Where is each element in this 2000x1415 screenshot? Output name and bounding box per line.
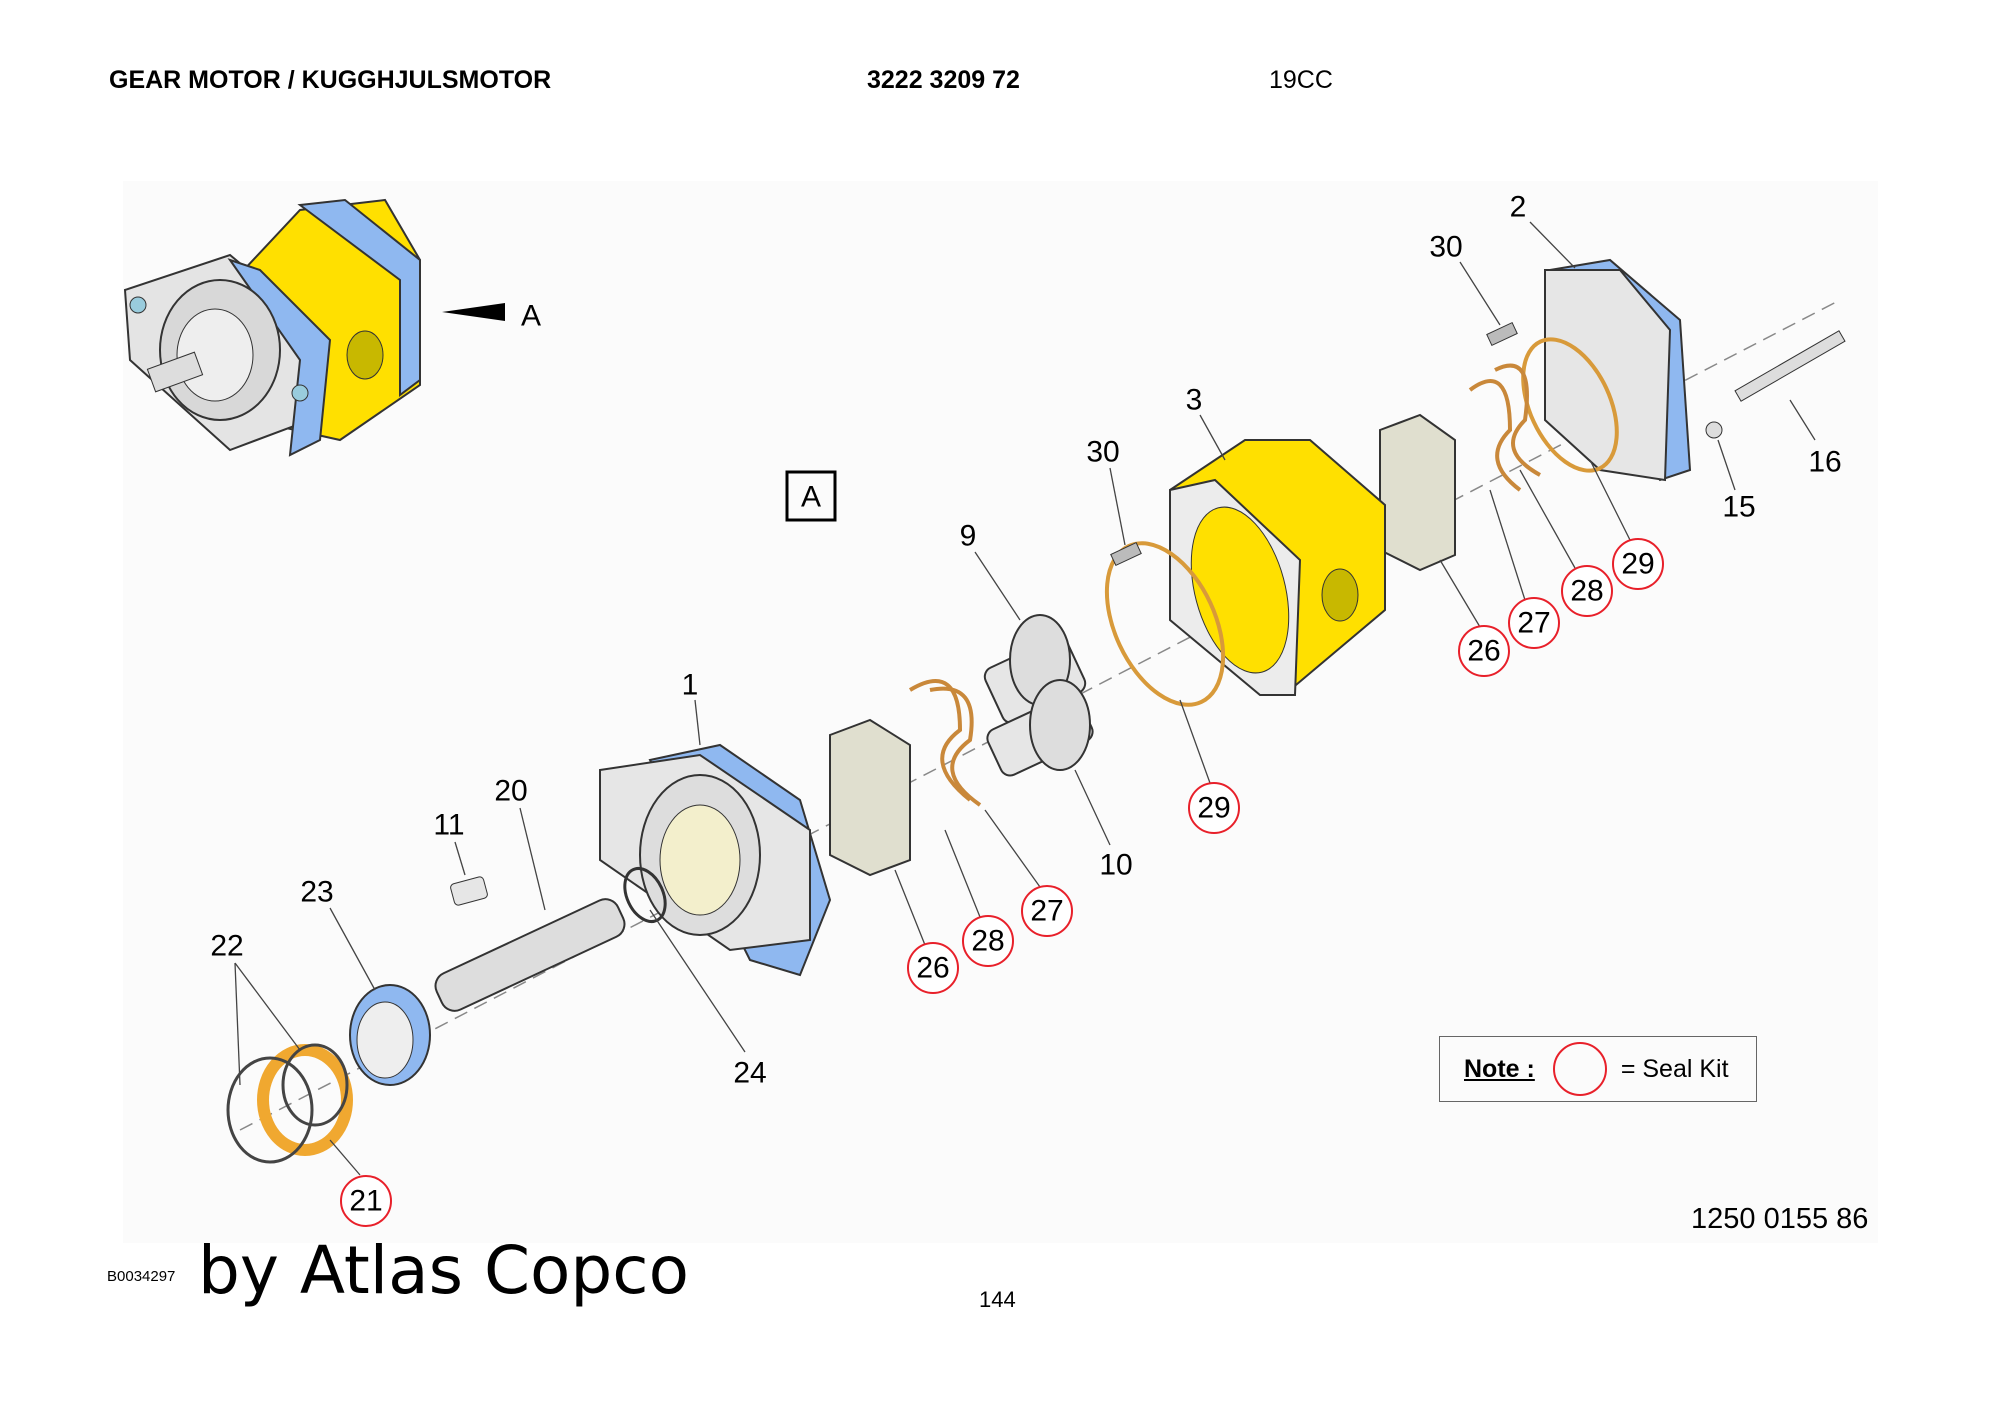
pin-30-front [1110,541,1142,567]
document-code: B0034297 [107,1268,176,1285]
seal-kit-callout-28: 28 [1561,565,1613,617]
callout-number: 21 [349,1185,382,1218]
seal-kit-note: Note : = Seal Kit [1439,1036,1757,1102]
callout-number: 27 [1517,607,1550,640]
seal-27-front [908,679,972,802]
gear-10 [986,679,1094,777]
callout-number: 28 [1570,575,1603,608]
callout-23: 23 [300,876,333,909]
callout-24: 24 [733,1057,766,1090]
callout-9: 9 [960,520,977,553]
page-title: GEAR MOTOR / KUGGHJULSMOTOR [109,66,552,94]
shaft-seal-21 [257,1044,353,1156]
callout-10: 10 [1099,849,1132,882]
callout-30: 30 [1086,436,1119,469]
seal-kit-circle [907,942,959,994]
brand-watermark: by Atlas Copco [198,1232,689,1309]
seal-kit-circle [340,1175,392,1227]
callout-16: 16 [1808,446,1841,479]
snap-ring-22 [281,1043,349,1127]
callout-number: 29 [1197,792,1230,825]
seal-kit-callout-21: 21 [340,1175,392,1227]
seal-kit-callout-27: 27 [1508,597,1560,649]
seal-kit-callout-29: 29 [1188,782,1240,834]
seal-27 [1494,363,1541,477]
callout-22: 22 [210,930,243,963]
seal-kit-circle [1612,538,1664,590]
view-a-box [785,470,837,522]
callout-15: 15 [1722,491,1755,524]
seal-kit-circle [1458,625,1510,677]
leader-lines [234,221,1816,1176]
note-text: = Seal Kit [1620,1054,1729,1083]
note-label: Note : [1464,1054,1535,1083]
seal-kit-callout-27: 27 [1021,885,1073,937]
callout-30: 30 [1429,231,1462,264]
seal-kit-callout-28: 28 [962,915,1014,967]
seal-kit-callout-26: 26 [1458,625,1510,677]
callout-3: 3 [1186,384,1203,417]
front-cover [599,743,832,977]
washer-15 [1705,421,1723,439]
callout-number: 27 [1030,895,1063,928]
callout-2: 2 [1510,191,1527,224]
seal-kit-circle [962,915,1014,967]
callout-20: 20 [494,775,527,808]
assembled-motor-overview [123,198,505,457]
backup-ring-28-front [929,686,982,807]
drawing-number: 1250 0155 86 [1691,1203,1869,1235]
shaft-20 [434,898,626,1012]
rear-cover [1544,258,1692,482]
gear-housing [1169,439,1386,696]
callout-number: 26 [916,952,949,985]
bushing-26 [1379,413,1456,572]
callout-number: 26 [1467,635,1500,668]
pin-30 [1486,321,1518,347]
callout-11: 11 [433,809,464,842]
seal-kit-circle-icon [1552,1042,1607,1096]
part-number: 3222 3209 72 [867,66,1020,94]
view-label-a: A [521,300,541,333]
backup-ring-28 [1468,379,1522,492]
page-number: 144 [979,1287,1016,1312]
seal-kit-callout-29: 29 [1612,538,1664,590]
seal-ring-29 [1521,337,1619,473]
view-label-a-boxed: A [801,481,821,514]
callout-number: 28 [971,925,1004,958]
callout-number: 29 [1621,548,1654,581]
seal-kit-circle [1021,885,1073,937]
bolt-16 [1734,330,1846,402]
variant-code: 19CC [1269,66,1333,94]
seal-kit-callout-26: 26 [907,942,959,994]
seal-kit-circle [1188,782,1240,834]
bushing-26-front [829,718,911,877]
bearing-inner-race [356,1001,414,1079]
callout-1: 1 [682,669,699,702]
snap-ring-22 [226,1056,314,1164]
seal-kit-circle [1561,565,1613,617]
seal-kit-circle [1508,597,1560,649]
key-11 [450,876,488,906]
